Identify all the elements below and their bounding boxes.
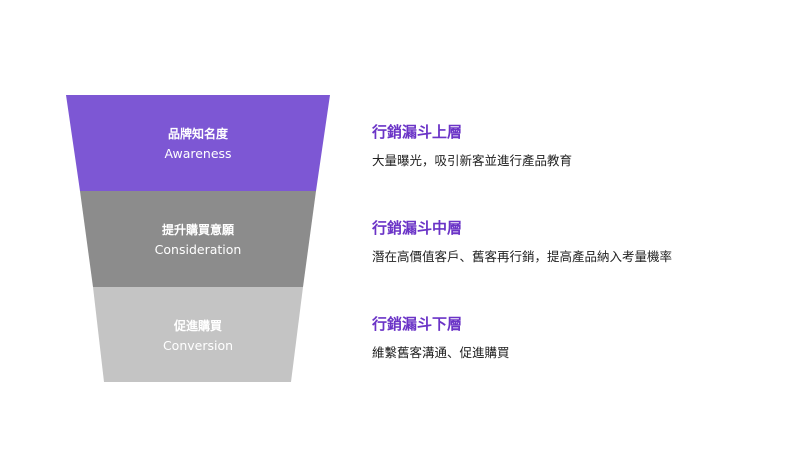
stage-text: 大量曝光，吸引新客並進行產品教育 bbox=[372, 153, 573, 168]
stage-description-middle: 行銷漏斗中層 潛在高價值客戶、舊客再行銷，提高產品納入考量機率 bbox=[372, 217, 772, 267]
stage-text: 維繫舊客溝通、促進購買 bbox=[372, 345, 510, 360]
stage-description-top: 行銷漏斗上層 大量曝光，吸引新客並進行產品教育 bbox=[372, 121, 772, 171]
funnel-segment-consideration bbox=[80, 191, 316, 287]
stage-name-zh: 提升購買意願 bbox=[161, 223, 234, 237]
stage-description-bottom: 行銷漏斗下層 維繫舊客溝通、促進購買 bbox=[372, 313, 772, 363]
stage-title: 行銷漏斗中層 bbox=[372, 219, 463, 237]
stage-title: 行銷漏斗下層 bbox=[372, 315, 463, 333]
funnel-segment-awareness bbox=[66, 95, 330, 191]
stage-name-zh: 品牌知名度 bbox=[167, 127, 228, 141]
stage-name-en: Awareness bbox=[164, 146, 232, 161]
stage-name-zh: 促進購買 bbox=[173, 319, 222, 333]
funnel-label-consideration: 提升購買意願 Consideration bbox=[66, 220, 330, 260]
stage-text: 潛在高價值客戶、舊客再行銷，提高產品納入考量機率 bbox=[372, 249, 673, 264]
funnel-label-awareness: 品牌知名度 Awareness bbox=[66, 124, 330, 164]
stage-name-en: Conversion bbox=[162, 338, 234, 353]
funnel-label-conversion: 促進購買 Conversion bbox=[66, 316, 330, 356]
funnel-segment-conversion bbox=[93, 287, 303, 382]
stage-name-en: Consideration bbox=[154, 242, 242, 257]
stage-title: 行銷漏斗上層 bbox=[372, 123, 463, 141]
